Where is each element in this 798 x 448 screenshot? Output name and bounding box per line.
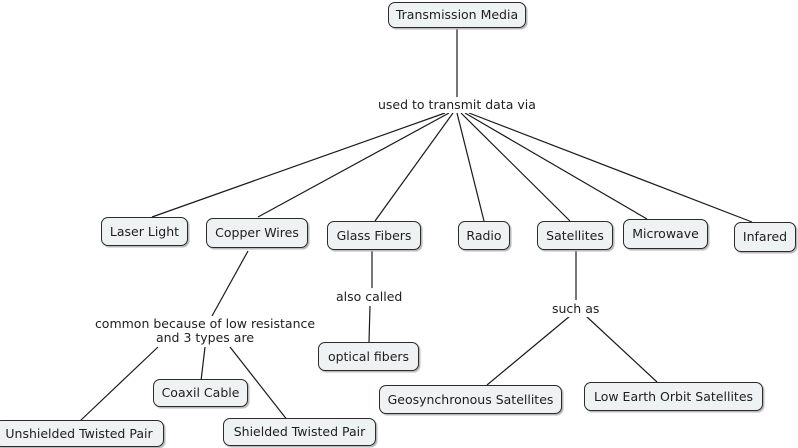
- node-optical-fibers[interactable]: optical fibers: [318, 342, 419, 371]
- connector-to-glass-fibers: [374, 112, 454, 222]
- connector-link-to-optical: [368, 305, 371, 343]
- link-label-such-as: such as: [550, 301, 602, 317]
- node-microwave[interactable]: Microwave: [623, 219, 708, 249]
- connector-to-unshielded: [79, 346, 159, 422]
- node-glass-fibers[interactable]: Glass Fibers: [327, 221, 421, 250]
- node-transmission-media[interactable]: Transmission Media: [388, 2, 526, 28]
- node-copper-wires[interactable]: Copper Wires: [206, 218, 308, 248]
- connector-to-microwave: [464, 112, 648, 220]
- node-coaxil-cable[interactable]: Coaxil Cable: [153, 379, 248, 407]
- link-label-used-to-transmit: used to transmit data via: [376, 97, 538, 113]
- connector-to-geo: [486, 315, 571, 386]
- node-radio[interactable]: Radio: [458, 221, 510, 250]
- connector-copper-to-link: [211, 250, 249, 317]
- node-unshielded-twisted-pair[interactable]: Unshielded Twisted Pair: [0, 420, 164, 447]
- connector-to-coaxil: [200, 346, 206, 382]
- node-shielded-twisted-pair[interactable]: Shielded Twisted Pair: [223, 418, 376, 446]
- connector-to-copper-wires: [257, 112, 450, 218]
- link-label-also-called: also called: [334, 289, 405, 305]
- connector-to-leo: [585, 315, 658, 383]
- node-laser-light[interactable]: Laser Light: [101, 217, 188, 246]
- connector-to-radio: [456, 112, 485, 222]
- connector-to-infared: [468, 112, 753, 223]
- connector-to-laser-light: [151, 112, 446, 218]
- connector-to-satellites: [460, 112, 571, 222]
- node-low-earth-orbit-satellites[interactable]: Low Earth Orbit Satellites: [584, 382, 763, 411]
- node-satellites[interactable]: Satellites: [537, 221, 613, 250]
- connector-to-shielded: [229, 346, 289, 422]
- link-label-common-because: common because of low resistance and 3 t…: [92, 316, 318, 346]
- node-geosynchronous-satellites[interactable]: Geosynchronous Satellites: [379, 385, 562, 414]
- node-infared[interactable]: Infared: [734, 222, 796, 252]
